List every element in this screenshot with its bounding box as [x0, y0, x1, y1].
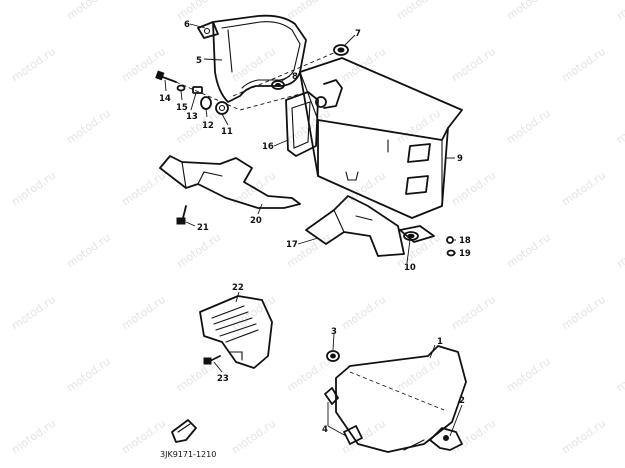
callout-21: 21	[197, 223, 209, 233]
watermark-text: motod.ru	[284, 355, 333, 395]
watermark-text: motod.ru	[394, 355, 443, 395]
callout-15: 15	[176, 103, 188, 113]
callout-2: 2	[459, 396, 465, 406]
callout-16: 16	[262, 142, 274, 152]
watermark-text: motod.ru	[64, 107, 113, 147]
battery-cover	[197, 14, 307, 103]
watermark-text: motod.ru	[394, 0, 443, 22]
watermark-text: motod.ru	[174, 231, 223, 271]
watermark-text: motod.ru	[0, 107, 3, 147]
watermark-text: motod.ru	[614, 107, 625, 147]
callout-14: 14	[159, 94, 171, 104]
callout-7: 7	[355, 29, 361, 39]
callout-10: 10	[404, 263, 416, 273]
collar-13	[192, 86, 203, 94]
grommet-12	[200, 96, 212, 110]
logo-tag	[171, 419, 197, 443]
bolt-18	[446, 236, 454, 244]
diagram-code: 3JK9171-1210	[160, 450, 216, 459]
holder-16	[285, 79, 343, 157]
watermark-text: motod.ru	[559, 293, 608, 333]
watermark-text: motod.ru	[9, 45, 58, 85]
side-cover-1	[335, 345, 467, 453]
watermark-text: motod.ru	[174, 0, 223, 22]
watermark-text: motod.ru	[64, 231, 113, 271]
clip-2	[429, 427, 463, 451]
callout-4: 4	[322, 425, 328, 435]
assembly-line-b	[232, 51, 337, 97]
callout-9: 9	[457, 154, 463, 164]
watermark-text: motod.ru	[449, 169, 498, 209]
watermark-text: motod.ru	[504, 355, 553, 395]
watermark-text: motod.ru	[449, 45, 498, 85]
watermark-text: motod.ru	[0, 0, 3, 22]
watermark-text: motod.ru	[174, 355, 223, 395]
callout-3: 3	[331, 327, 337, 337]
bolt-21	[176, 205, 187, 225]
callout-20: 20	[250, 216, 262, 226]
watermark-text: motod.ru	[119, 169, 168, 209]
callout-17: 17	[286, 240, 298, 250]
watermark-text: motod.ru	[229, 45, 278, 85]
watermark-text: motod.ru	[559, 417, 608, 457]
watermark-text: motod.ru	[339, 293, 388, 333]
callout-1: 1	[437, 337, 443, 347]
watermark-text: motod.ru	[559, 45, 608, 85]
watermark-text: motod.ru	[64, 355, 113, 395]
washer-15	[176, 84, 186, 92]
damper-4	[324, 387, 363, 445]
watermark-text: motod.ru	[614, 355, 625, 395]
watermark-text: motod.ru	[0, 355, 3, 395]
watermark-text: motod.ru	[284, 0, 333, 22]
watermark-text: motod.ru	[449, 417, 498, 457]
callout-23: 23	[217, 374, 229, 384]
callout-13: 13	[186, 112, 198, 122]
watermark-text: motod.ru	[9, 169, 58, 209]
flap-20	[159, 155, 301, 209]
callout-labels: 1 2 3 4 5 6 7 8 9 10 11 12 13 14 15 16 1…	[159, 20, 471, 435]
assembly-line-a	[175, 81, 301, 111]
watermark-text: motod.ru	[9, 293, 58, 333]
side-cover-22	[199, 295, 273, 369]
watermark-text: motod.ru	[64, 0, 113, 22]
watermark-text: motod.ru	[559, 169, 608, 209]
callout-18: 18	[459, 236, 471, 246]
callout-19: 19	[459, 249, 471, 259]
watermark-text: motod.ru	[614, 0, 625, 22]
watermark-text: motod.ru	[229, 417, 278, 457]
grommet-8	[271, 80, 285, 90]
watermark-text: motod.ru	[449, 293, 498, 333]
watermark-text: motod.ru	[9, 417, 58, 457]
callout-6: 6	[184, 20, 190, 30]
bolt-14	[155, 70, 177, 83]
grommet-3	[326, 350, 340, 362]
watermark-text: motod.ru	[504, 231, 553, 271]
callout-11: 11	[221, 127, 233, 137]
bracket-17	[305, 195, 405, 257]
watermark-text: motod.ru	[394, 107, 443, 147]
callout-12: 12	[202, 121, 214, 131]
watermark-text: motod.ru	[284, 231, 333, 271]
callout-5: 5	[196, 56, 202, 66]
battery-box	[299, 57, 463, 219]
watermark-text: motod.ru	[119, 293, 168, 333]
watermark-text: motod.ru	[339, 45, 388, 85]
callout-22: 22	[232, 283, 244, 293]
washer-19	[446, 249, 456, 257]
grommet-10	[399, 225, 435, 243]
grommet-7	[333, 44, 349, 56]
watermark-text: motod.ru	[0, 231, 3, 271]
callout-8: 8	[292, 72, 298, 82]
leader-lines	[164, 23, 463, 437]
watermark-text: motod.ru	[504, 0, 553, 22]
watermark-text: motod.ru	[614, 231, 625, 271]
collar-11	[215, 101, 229, 115]
watermark-text: motod.ru	[504, 107, 553, 147]
screw-23	[203, 355, 221, 365]
